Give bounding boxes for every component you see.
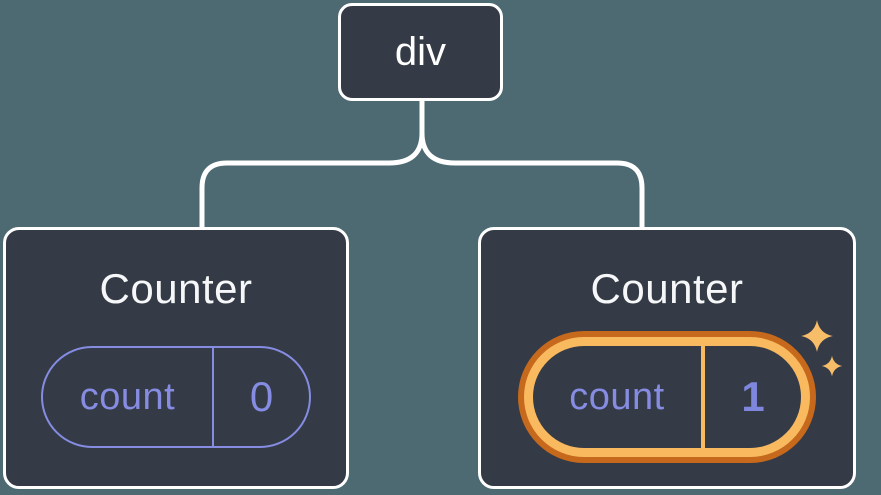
sparkle-icon-small bbox=[821, 355, 843, 377]
state-value: 1 bbox=[741, 373, 765, 420]
state-key-segment: count bbox=[43, 348, 214, 446]
state-key-segment: count bbox=[533, 346, 705, 448]
state-value-segment: 1 bbox=[705, 346, 801, 448]
state-pill-inner-ring: count 1 bbox=[524, 337, 810, 457]
state-pill-core: count 1 bbox=[533, 346, 801, 448]
state-pill: count 0 bbox=[41, 346, 311, 448]
sparkle-icon-large bbox=[801, 320, 833, 352]
connector-right-branch bbox=[419, 101, 645, 229]
root-node-div: div bbox=[338, 3, 503, 101]
state-value: 0 bbox=[249, 373, 274, 420]
state-value-segment: 0 bbox=[214, 348, 309, 446]
state-pill-highlighted: count 1 bbox=[518, 331, 816, 463]
counter-title: Counter bbox=[99, 265, 253, 312]
state-key-label: count bbox=[79, 375, 176, 418]
state-key-label: count bbox=[569, 375, 665, 418]
counter-node-right: Counter count 1 bbox=[478, 227, 856, 489]
counter-node-left: Counter count 0 bbox=[3, 227, 349, 489]
connector-left-branch bbox=[199, 101, 425, 229]
root-node-label: div bbox=[394, 29, 447, 74]
counter-title: Counter bbox=[590, 265, 744, 312]
